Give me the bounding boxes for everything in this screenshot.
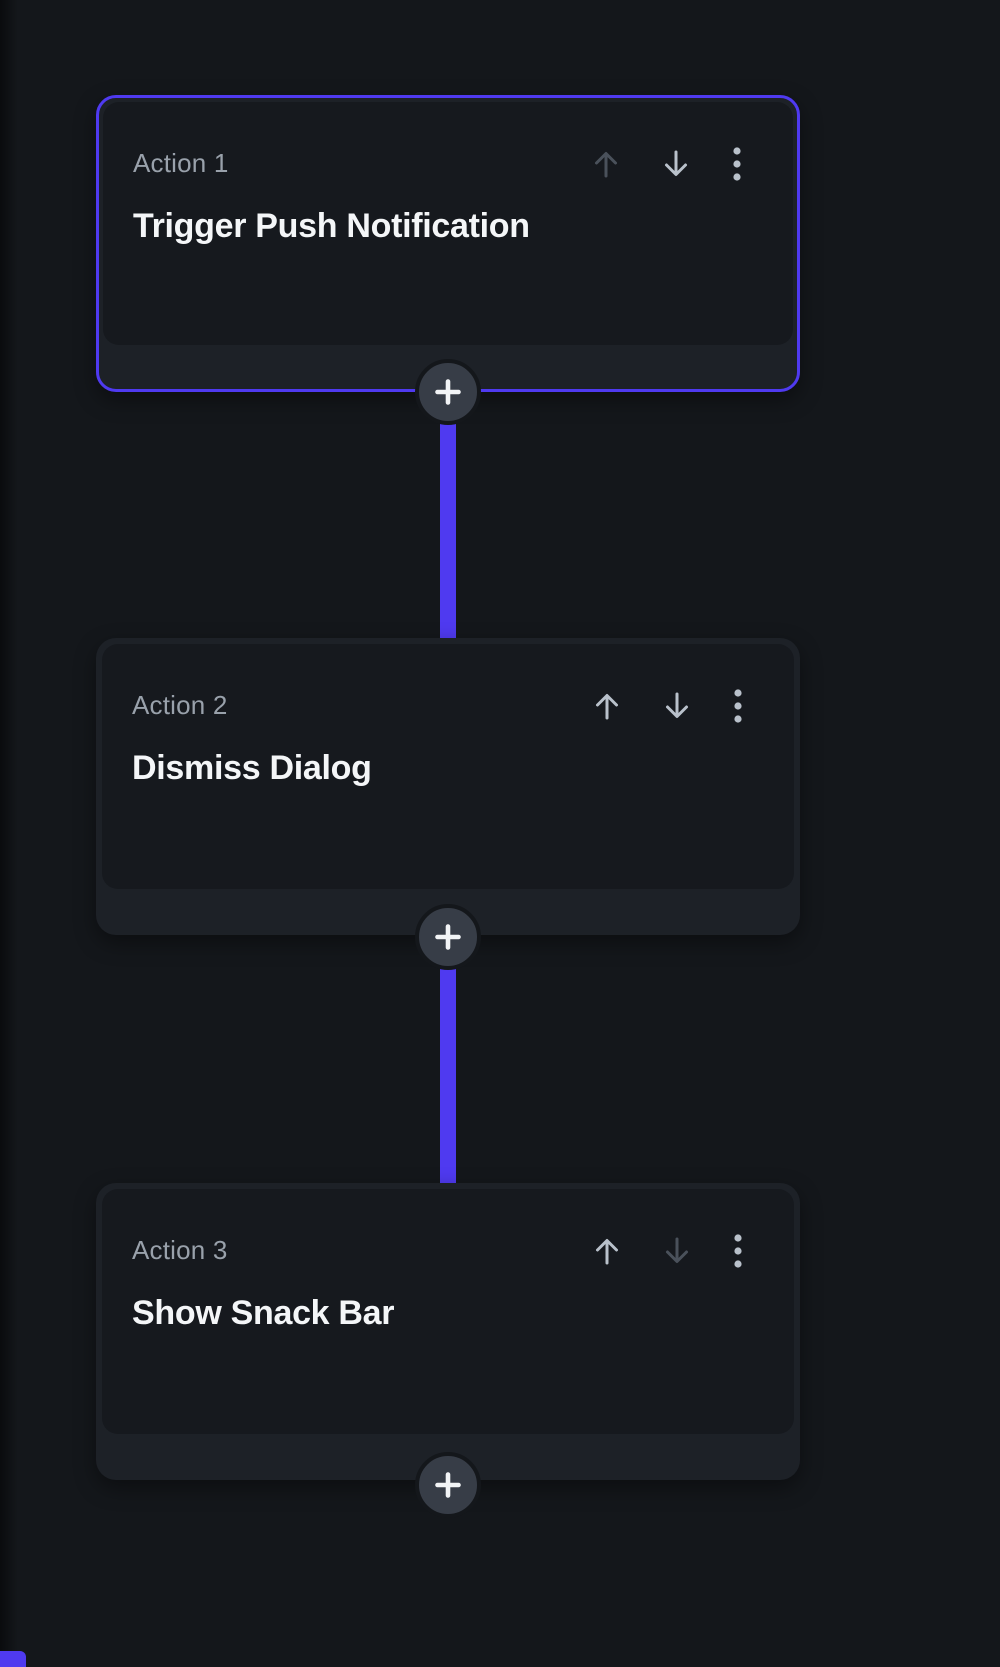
add-action-button-3[interactable] [415,1452,481,1518]
canvas-edge-shadow [0,0,18,1667]
more-options-button[interactable] [728,1232,748,1270]
move-up-button[interactable] [587,145,625,183]
kebab-menu-icon [733,687,743,725]
more-options-button[interactable] [727,145,747,183]
action-order-label: Action 2 [132,690,228,720]
kebab-menu-icon [733,1232,743,1270]
arrow-up-icon [590,689,624,723]
plus-icon [434,923,462,951]
action-node-1[interactable]: Action 1 Trigger Push Notification [96,95,800,392]
action-node-3-body: Action 3 Show Snack Bar [102,1189,794,1434]
flow-connector-2 [440,933,456,1185]
node-header-controls [587,145,747,183]
plus-icon [434,1471,462,1499]
move-up-button[interactable] [588,687,626,725]
arrow-down-icon [659,147,693,181]
move-down-button[interactable] [658,1232,696,1270]
node-header-controls [588,1232,748,1270]
add-action-button-2[interactable] [415,904,481,970]
partial-accent-element [0,1651,26,1667]
action-title: Show Snack Bar [132,1294,395,1332]
kebab-menu-icon [732,145,742,183]
move-down-button[interactable] [657,145,695,183]
arrow-down-icon [660,689,694,723]
action-node-2[interactable]: Action 2 Dismiss Dialog [96,638,800,935]
more-options-button[interactable] [728,687,748,725]
action-title: Trigger Push Notification [133,207,530,245]
plus-icon [434,378,462,406]
flow-connector-1 [440,390,456,640]
action-node-1-body: Action 1 Trigger Push Notification [103,102,793,345]
add-action-button-1[interactable] [415,359,481,425]
action-title: Dismiss Dialog [132,749,372,787]
move-down-button[interactable] [658,687,696,725]
action-order-label: Action 3 [132,1235,228,1265]
action-order-label: Action 1 [133,148,229,178]
arrow-up-icon [590,1234,624,1268]
action-node-3[interactable]: Action 3 Show Snack Bar [96,1183,800,1480]
arrow-down-icon [660,1234,694,1268]
arrow-up-icon [589,147,623,181]
action-node-2-body: Action 2 Dismiss Dialog [102,644,794,889]
node-header-controls [588,687,748,725]
move-up-button[interactable] [588,1232,626,1270]
